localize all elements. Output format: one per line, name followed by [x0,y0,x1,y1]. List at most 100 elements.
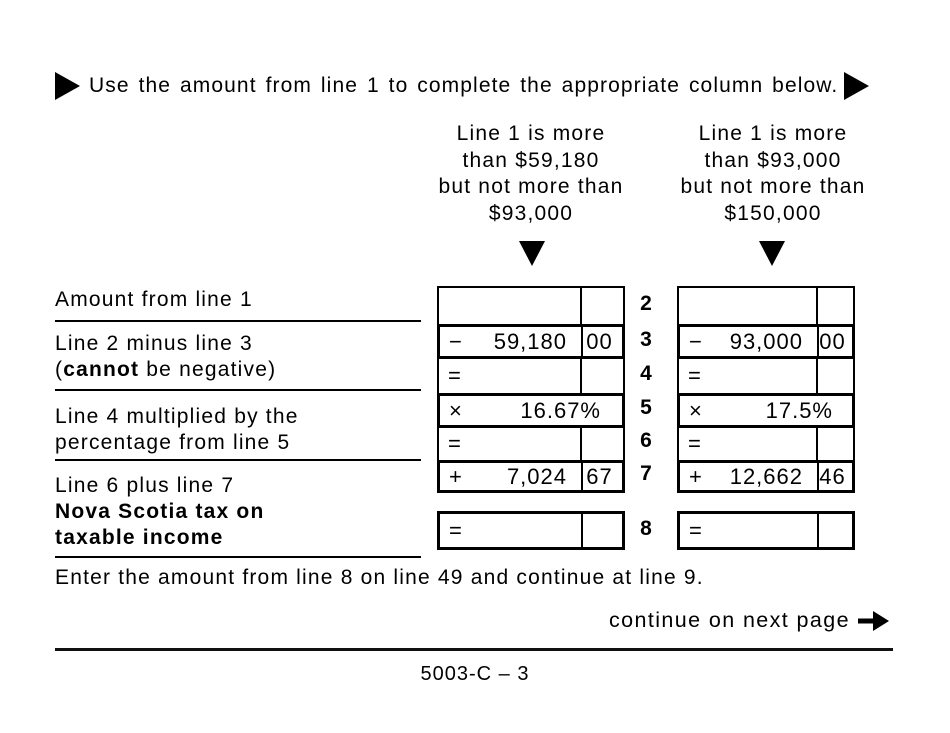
col2-line6-box: = [677,428,855,460]
col1-line6-cents-field[interactable] [578,428,623,460]
enter-amount-note: Enter the amount from line 8 on line 49 … [55,566,704,589]
label-text: percentage from line 5 [55,431,291,454]
column1-arrow-down-icon [519,241,545,266]
line-number-2: 2 [640,292,652,315]
col2-line2-amount-field[interactable] [709,288,804,324]
label-text: Line 4 multiplied by the [55,405,299,428]
label-text: (cannot be negative) [55,357,421,383]
col2-line3-box: − 93,000 00 [677,324,855,359]
line-number-6: 6 [640,429,652,452]
line-number-8: 8 [640,517,652,540]
col2-line2-box [677,286,855,324]
col1-line8-box: = [437,511,625,550]
cents-divider [581,514,583,547]
plus-operator: + [449,463,462,489]
equals-operator: = [449,517,462,543]
cents-divider [580,428,582,460]
label-text: Line 6 plus line 7 [55,474,235,497]
instruction-text: Use the amount from line 1 to complete t… [89,74,839,97]
col2-line8-box: = [677,511,855,550]
col1-line6-box: = [437,428,625,460]
equals-operator: = [689,517,702,543]
cents-divider [817,327,819,356]
cents-divider [816,288,818,324]
cents-divider [817,514,819,547]
multiply-operator: × [449,397,462,423]
col1-line4-amount-field[interactable] [469,359,568,393]
col1-line5-percentage: 16.67% [520,397,601,423]
col1-line7-amount: 7,024 [506,463,567,489]
col2-line7-amount: 12,662 [729,463,803,489]
col1-line8-cents-field[interactable] [577,514,622,547]
cents-divider [580,359,582,393]
label-text-bold: cannot [63,358,140,381]
label-amount-from-line1: Amount from line 1 [55,287,421,322]
cents-divider [817,463,819,490]
col2-line2-cents-field[interactable] [814,288,853,324]
column2-arrow-down-icon [759,241,785,266]
col2-line5-percentage: 17.5% [765,397,833,423]
label-text-bold: taxable income [55,526,224,549]
col2-line4-amount-field[interactable] [709,359,804,393]
form-number-page: 5003-C – 3 [420,663,530,685]
line-number-5: 5 [640,396,652,419]
col2-line3-amount: 93,000 [729,328,803,354]
column2-header-line: $150,000 [724,201,822,225]
footer-divider [55,648,893,651]
column2-header-line: but not more than [680,175,866,198]
column1-header-line: but not more than [438,175,624,198]
col1-line3-box: − 59,180 00 [437,324,625,359]
minus-operator: − [449,328,462,354]
equals-operator: = [448,363,461,388]
column1-header-line: Line 1 is more [456,122,606,145]
minus-operator: − [689,328,702,354]
col1-line4-box: = [437,359,625,393]
col2-line7-cents: 46 [819,463,846,489]
label-text-bold: Nova Scotia tax on [55,500,265,523]
col2-line6-amount-field[interactable] [709,428,804,460]
column2-header-line: than $93,000 [704,148,842,172]
instruction-row: Use the amount from line 1 to complete t… [55,72,870,100]
col1-line2-cents-field[interactable] [578,288,623,324]
equals-operator: = [688,431,701,456]
pointer-right-icon [55,72,80,100]
cents-divider [581,327,583,356]
col1-line7-box: + 7,024 67 [437,460,625,493]
col2-line4-box: = [677,359,855,393]
column2-header-line: Line 1 is more [698,122,848,145]
line-number-7: 7 [640,462,652,485]
cents-divider [581,463,583,490]
col2-line3-cents: 00 [819,328,846,354]
col1-line3-amount: 59,180 [493,328,567,354]
column1-header-line: $93,000 [488,201,574,225]
cents-divider [816,428,818,460]
continue-next-page: continue on next page [609,608,890,633]
label-text: Line 2 minus line 3 [55,332,253,355]
col1-line4-cents-field[interactable] [578,359,623,393]
arrow-right-icon [858,610,889,631]
col1-line7-cents: 67 [586,463,613,489]
col1-line6-amount-field[interactable] [469,428,568,460]
col2-line4-cents-field[interactable] [814,359,853,393]
cents-divider [580,288,582,324]
label-text-part: be negative) [139,358,277,381]
continue-label: continue on next page [609,608,850,632]
col1-line2-box [437,286,625,324]
cents-divider [816,359,818,393]
column2-header: Line 1 is more than $93,000 but not more… [663,121,883,227]
label-text: Amount from line 1 [55,288,253,311]
label-line4-multiplied: Line 4 multiplied by the percentage from… [55,404,421,461]
col1-line5-box: × 16.67% [437,393,625,428]
col1-line2-amount-field[interactable] [469,288,568,324]
line-number-3: 3 [640,328,652,351]
equals-operator: = [448,431,461,456]
plus-operator: + [689,463,702,489]
col1-line8-amount-field[interactable] [470,514,567,547]
col2-line6-cents-field[interactable] [814,428,853,460]
label-line2-minus-line3: Line 2 minus line 3 (cannot be negative) [55,331,421,391]
label-line6-plus-line7: Line 6 plus line 7 Nova Scotia tax on ta… [55,473,421,558]
pointer-right-icon [844,72,870,100]
col2-line8-amount-field[interactable] [710,514,803,547]
column1-header-line: than $59,180 [462,148,600,172]
col2-line5-box: × 17.5% [677,393,855,428]
